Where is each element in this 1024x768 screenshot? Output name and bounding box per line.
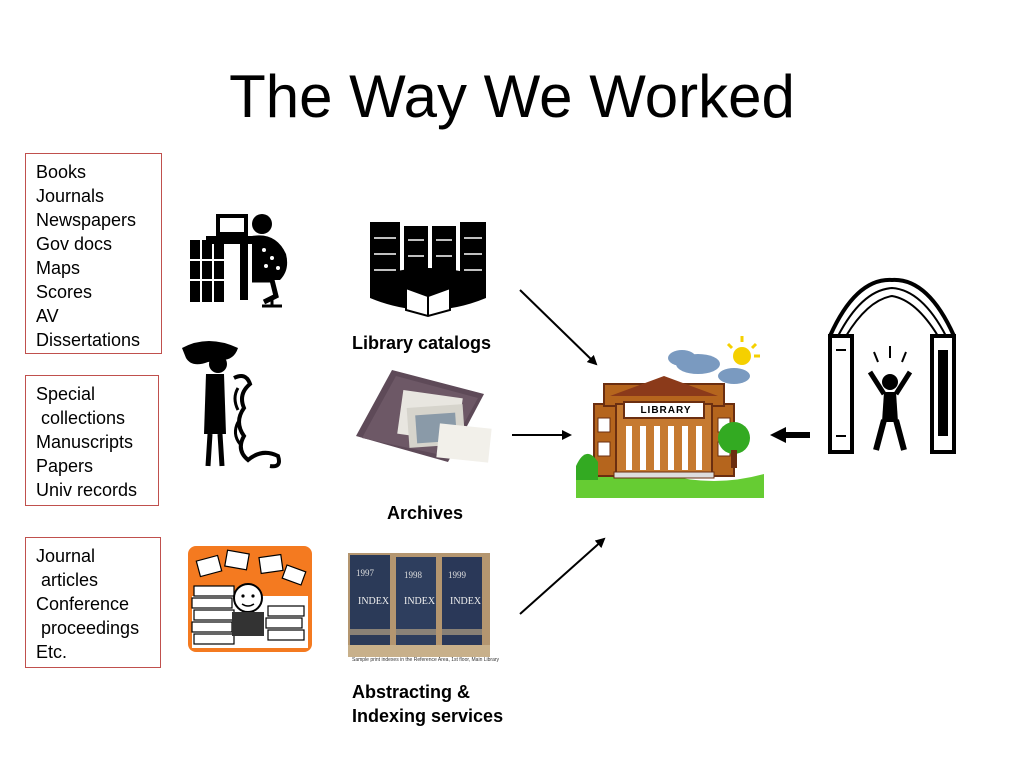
- scroll-reader-illustration: [182, 341, 281, 469]
- index-year-label: 1997: [356, 568, 374, 578]
- arrow-indexes-to-library: [519, 537, 606, 615]
- desk-worker-illustration: [190, 214, 288, 308]
- box-item: Conference: [36, 594, 130, 614]
- reader-in-book-illustration: [828, 277, 956, 454]
- library-catalogs-illustration: [370, 222, 486, 318]
- papers-overload-illustration: [188, 546, 312, 652]
- arrow-catalogs-to-library: [519, 289, 598, 366]
- box-item: Newspapers: [36, 210, 137, 230]
- box-item: collections: [36, 408, 126, 428]
- library-sign-text: LIBRARY: [640, 405, 692, 416]
- index-spine-label: INDEX: [358, 596, 390, 607]
- box-item: Journal: [36, 546, 96, 566]
- library-catalogs-label: Library catalogs: [352, 333, 492, 353]
- print-materials-box: Books Journals Newspapers Gov docs Maps …: [25, 153, 162, 354]
- box-item: Journals: [36, 186, 105, 206]
- archives-label: Archives: [387, 503, 464, 523]
- slide-title: The Way We Worked: [229, 63, 795, 130]
- archives-folder-photo: [356, 370, 492, 463]
- box-item: Gov docs: [36, 234, 113, 254]
- box-item: proceedings: [36, 618, 140, 638]
- box-item: Papers: [36, 456, 94, 476]
- box-item: Univ records: [36, 480, 138, 500]
- box-item: articles: [36, 570, 99, 590]
- index-photo-caption: Sample print indexes in the Reference Ar…: [352, 657, 500, 663]
- box-item: Books: [36, 162, 87, 182]
- box-item: Dissertations: [36, 330, 141, 350]
- arrow-reader-to-library: [770, 427, 810, 443]
- box-item: Special: [36, 384, 96, 404]
- index-spine-label: INDEX: [450, 596, 482, 607]
- abstracting-label-line2: Indexing services: [352, 706, 504, 726]
- library-building-illustration: [576, 336, 764, 498]
- index-volumes-photo: [348, 553, 490, 657]
- index-spine-label: INDEX: [404, 596, 436, 607]
- index-year-label: 1999: [448, 570, 466, 580]
- special-collections-box: Special collections Manuscripts Papers U…: [25, 375, 159, 506]
- index-year-label: 1998: [404, 570, 422, 580]
- journal-articles-box: Journal articles Conference proceedings …: [25, 537, 161, 668]
- box-item: Etc.: [36, 642, 68, 662]
- box-item: Scores: [36, 282, 93, 302]
- box-item: Maps: [36, 258, 81, 278]
- box-item: AV: [36, 306, 59, 326]
- box-item: Manuscripts: [36, 432, 134, 452]
- abstracting-label-line1: Abstracting &: [352, 682, 471, 702]
